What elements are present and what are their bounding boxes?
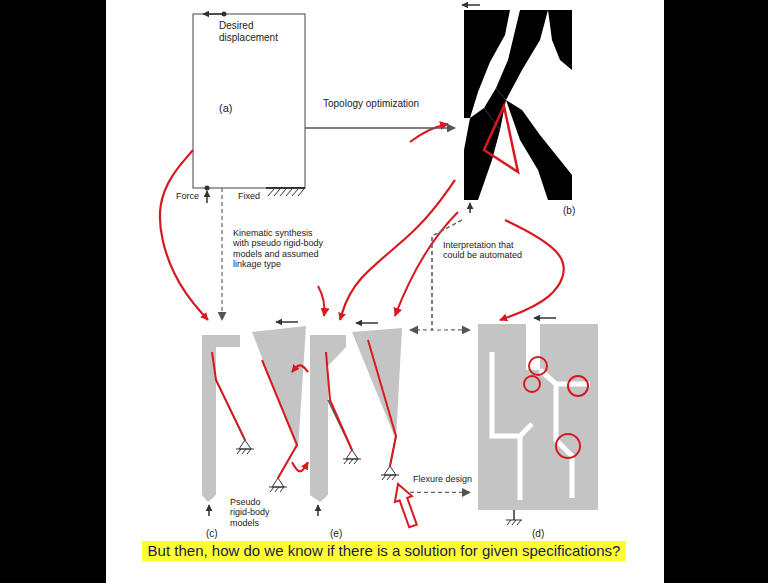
fixed-support xyxy=(266,187,305,189)
side-bar xyxy=(664,0,768,583)
input-arrow xyxy=(469,203,471,213)
force-label: Force xyxy=(176,191,199,201)
edge-label: Kinematic synthesis with pseudo rigid-bo… xyxy=(232,228,328,269)
ground-pivot xyxy=(239,440,251,449)
topology-material xyxy=(506,100,572,200)
flexure-body xyxy=(478,324,598,510)
panel-b-topology: (b) xyxy=(455,8,580,220)
flexure-slot xyxy=(556,384,572,498)
rigid-body xyxy=(252,326,306,450)
output-arrow xyxy=(462,4,480,6)
panel-letter: (e) xyxy=(330,528,342,540)
input-arrow xyxy=(317,505,319,516)
ground-hatch xyxy=(269,487,287,492)
red-circle-mark xyxy=(556,434,580,458)
output-arrow xyxy=(356,322,378,324)
support-hatch xyxy=(268,189,304,196)
annotation-arrow xyxy=(500,220,564,320)
red-triangle-mark xyxy=(484,106,518,172)
red-stroke xyxy=(318,286,324,316)
flexure-slot xyxy=(526,324,540,370)
red-circle-mark xyxy=(529,357,547,375)
process-arrow xyxy=(410,220,462,330)
panel-letter: (c) xyxy=(206,528,218,540)
ground-hatch xyxy=(236,449,254,454)
edge-label: Flexure design xyxy=(412,474,473,484)
output-arrow xyxy=(203,13,224,15)
annotation-arrow xyxy=(292,462,308,471)
rigid-body xyxy=(352,328,402,440)
red-trace xyxy=(368,340,396,466)
flexure-slot xyxy=(518,436,523,500)
spec-label: Desired displacement xyxy=(219,20,291,43)
annotation-arrow xyxy=(340,180,455,320)
output-arrow xyxy=(534,317,556,319)
panel-letter: (b) xyxy=(563,205,575,217)
process-arrow xyxy=(221,188,222,320)
process-arrow xyxy=(410,492,470,493)
output-point xyxy=(222,12,227,17)
ground-hatch xyxy=(343,459,361,464)
edge-label: Interpretation that could be automated xyxy=(442,240,524,261)
design-domain xyxy=(193,14,305,188)
annotation-arrow xyxy=(292,365,308,372)
red-circle-mark xyxy=(524,376,540,392)
panel-d-flexure: (d) xyxy=(470,320,605,541)
red-trace xyxy=(262,360,297,478)
ground-pivot xyxy=(346,450,358,459)
input-arrow xyxy=(208,505,210,516)
flexure-slot xyxy=(492,352,532,436)
edge-label: Topology optimization xyxy=(322,98,420,110)
red-pointer-arrow xyxy=(395,484,417,527)
model-label: Pseudo rigid-body models xyxy=(230,497,282,528)
panel-a-box: Desired displacement (a) xyxy=(193,14,305,188)
input-point xyxy=(205,186,210,191)
rigid-body xyxy=(310,335,346,502)
ground-pivot xyxy=(384,466,396,475)
panel-c-model: Pseudo rigid-body models (c) xyxy=(190,320,292,541)
panel-letter: (a) xyxy=(219,102,232,115)
process-arrow xyxy=(305,127,455,128)
fixed-label: Fixed xyxy=(238,191,260,201)
red-trace xyxy=(326,352,352,450)
process-arrow xyxy=(432,220,470,330)
annotation-arrow xyxy=(160,150,208,320)
ground-pivot xyxy=(272,478,284,487)
ground-hatch xyxy=(381,475,399,480)
ground-post xyxy=(513,510,515,520)
topology-material xyxy=(548,10,572,70)
red-circle-mark xyxy=(568,376,588,396)
side-bar xyxy=(0,0,106,583)
panel-letter: (d) xyxy=(532,528,544,540)
input-arrow xyxy=(206,191,208,203)
ground-hatch xyxy=(506,520,522,525)
panel-e-linkage: (e) xyxy=(308,320,410,541)
connectors xyxy=(160,128,564,492)
red-trace xyxy=(212,352,245,440)
red-stroke xyxy=(410,124,448,142)
highlighted-caption: But then, how do we know if there is a s… xyxy=(142,541,627,561)
topology-material xyxy=(496,10,548,100)
output-arrow xyxy=(276,321,298,323)
